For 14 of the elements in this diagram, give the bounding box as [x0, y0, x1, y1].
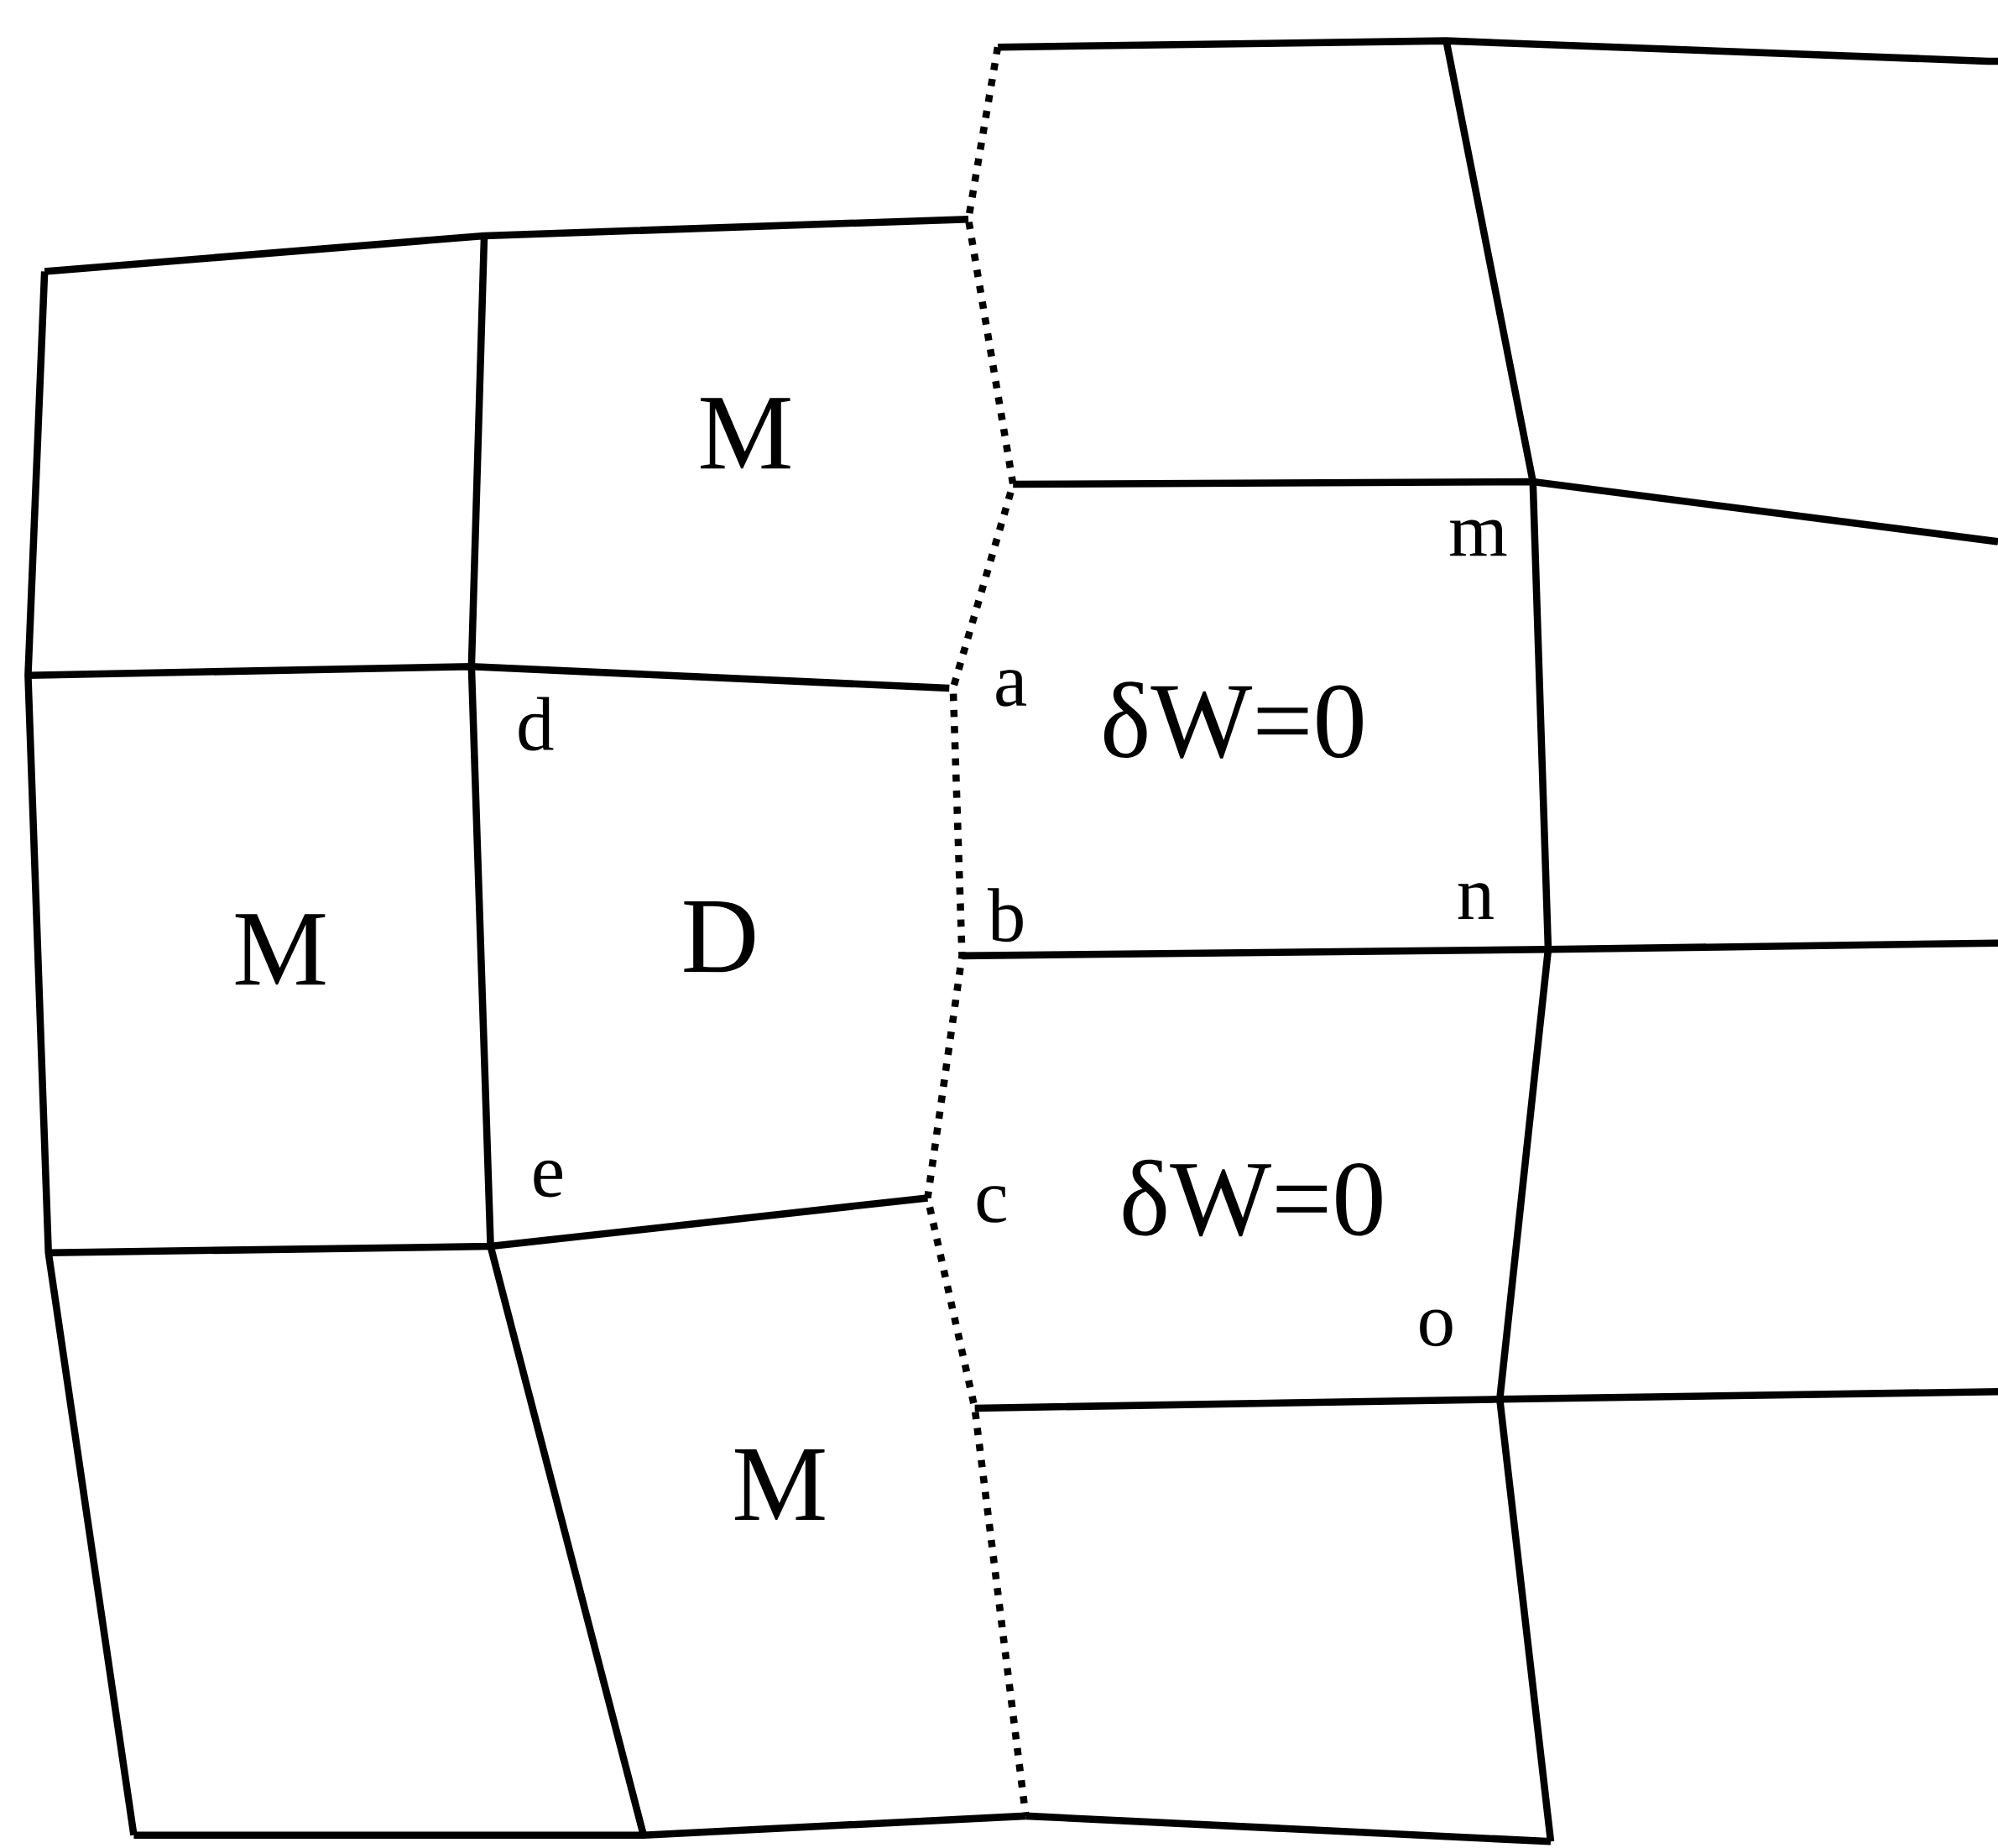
point-label: e: [534, 1160, 562, 1198]
point-label: n: [1458, 883, 1494, 920]
region-label: M: [735, 1449, 825, 1521]
point-label: c: [977, 1186, 1006, 1223]
point-label: d: [519, 697, 554, 751]
region-label: M: [701, 398, 790, 469]
point-label: a: [996, 670, 1027, 707]
point-label: m: [1450, 519, 1507, 556]
region-label: M: [235, 914, 326, 985]
point-label: o: [1420, 1309, 1453, 1347]
equation-label: δW=0: [1103, 681, 1363, 759]
equation-label: δW=0: [1123, 1159, 1382, 1237]
region-label: D: [684, 901, 755, 973]
point-label: b: [987, 888, 1023, 942]
